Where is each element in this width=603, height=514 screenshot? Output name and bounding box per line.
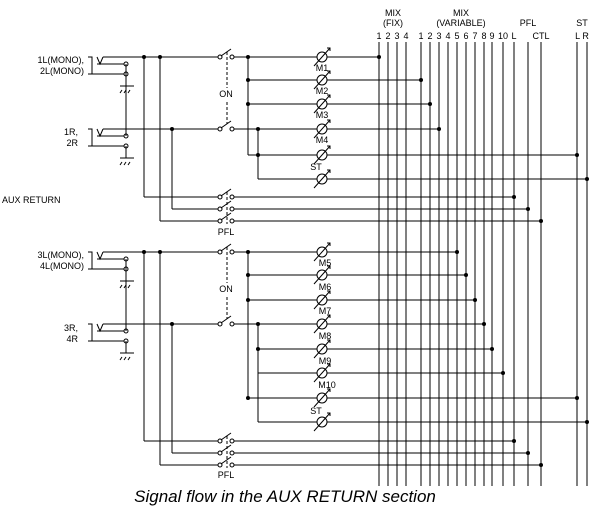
on-label: ON <box>219 89 233 99</box>
send-label: M7 <box>319 306 332 316</box>
st-lr: L R <box>575 31 589 41</box>
mix-fix-title: MIX <box>385 8 401 18</box>
mix-var-ch-5: 5 <box>454 31 459 41</box>
group-2: 3L(MONO), 4L(MONO) 3R, 4R <box>37 242 589 480</box>
bus-header: MIX (FIX) 1 2 3 4 MIX (VARIABLE) 1 2 3 4… <box>376 8 589 41</box>
pfl-switch: PFL <box>217 432 235 480</box>
input-label-line1: 3R, <box>64 323 78 333</box>
send-knob-m2: M2 <box>313 70 331 96</box>
st-title: ST <box>576 18 588 28</box>
mix-var-title: MIX <box>453 8 469 18</box>
send-label: ST <box>310 162 322 172</box>
input-jack-1l-2l: 1L(MONO), 2L(MONO) <box>37 55 134 94</box>
mix-fix-ch-2: 2 <box>385 31 390 41</box>
mix-fix-ch-4: 4 <box>403 31 408 41</box>
on-switch: ON <box>217 243 235 327</box>
mix-var-ch-l: L <box>511 31 516 41</box>
send-label: M3 <box>316 110 329 120</box>
pfl-label: PFL <box>218 227 235 237</box>
send-label: M2 <box>316 86 329 96</box>
mix-var-ch-3: 3 <box>436 31 441 41</box>
send-label: M4 <box>316 135 329 145</box>
send-label: M9 <box>319 356 332 366</box>
send-label: M6 <box>319 282 332 292</box>
send-knob-m9: M9 <box>313 339 332 366</box>
on-switch: ON <box>217 48 235 132</box>
pfl-label: PFL <box>218 470 235 480</box>
send-label: M1 <box>316 63 329 73</box>
mix-var-ch-6: 6 <box>463 31 468 41</box>
input-label-line1: 1L(MONO), <box>37 55 84 65</box>
send-label: ST <box>310 406 322 416</box>
send-knob-m6: M6 <box>313 265 332 292</box>
mix-fix-sub: (FIX) <box>383 18 403 28</box>
send-knob-m8: M8 <box>313 314 332 341</box>
mix-var-ch-8: 8 <box>481 31 486 41</box>
input-label-line1: 1R, <box>64 127 78 137</box>
send-label: M8 <box>319 331 332 341</box>
input-label-line1: 3L(MONO), <box>37 250 84 260</box>
pfl-title: PFL <box>520 18 537 28</box>
send-knob-m1: M1 <box>313 47 331 73</box>
input-jack-1r-2r: 1R, 2R <box>64 64 134 166</box>
input-label-line2: 4R <box>66 334 78 344</box>
mix-var-ch-7: 7 <box>472 31 477 41</box>
input-label-line2: 2R <box>66 138 78 148</box>
mix-fix-ch-3: 3 <box>394 31 399 41</box>
mix-var-sub: (VARIABLE) <box>436 18 485 28</box>
section-label: AUX RETURN <box>2 195 61 205</box>
mix-var-ch-2: 2 <box>427 31 432 41</box>
on-label: ON <box>219 284 233 294</box>
mix-var-ch-4: 4 <box>445 31 450 41</box>
send-knob-m3: M3 <box>313 94 331 120</box>
mix-var-ch-1: 1 <box>418 31 423 41</box>
send-label: M10 <box>318 380 336 390</box>
mix-var-ch-9: 9 <box>489 31 494 41</box>
group-1: 1L(MONO), 2L(MONO) 1R, 2R <box>37 47 589 237</box>
input-label-line2: 2L(MONO) <box>40 66 84 76</box>
send-knob-m10: M10 <box>313 363 336 390</box>
send-knob-st: ST <box>310 145 331 189</box>
mix-var-ch-10: 10 <box>498 31 508 41</box>
send-knob-m4: M4 <box>313 119 331 145</box>
send-label: M5 <box>319 258 332 268</box>
send-knob-m5: M5 <box>313 242 332 268</box>
input-label-line2: 4L(MONO) <box>40 261 84 271</box>
bus-lines <box>378 42 588 486</box>
input-jack-3l-4l: 3L(MONO), 4L(MONO) <box>37 250 134 289</box>
pfl-ctl: CTL <box>532 31 549 41</box>
mix-fix-ch-1: 1 <box>376 31 381 41</box>
send-knob-st: ST <box>310 388 331 432</box>
input-jack-3r-4r: 3R, 4R <box>64 259 134 361</box>
send-knob-m7: M7 <box>313 290 332 316</box>
figure-caption: Signal flow in the AUX RETURN section <box>134 487 436 506</box>
pfl-switch: PFL <box>217 188 235 237</box>
